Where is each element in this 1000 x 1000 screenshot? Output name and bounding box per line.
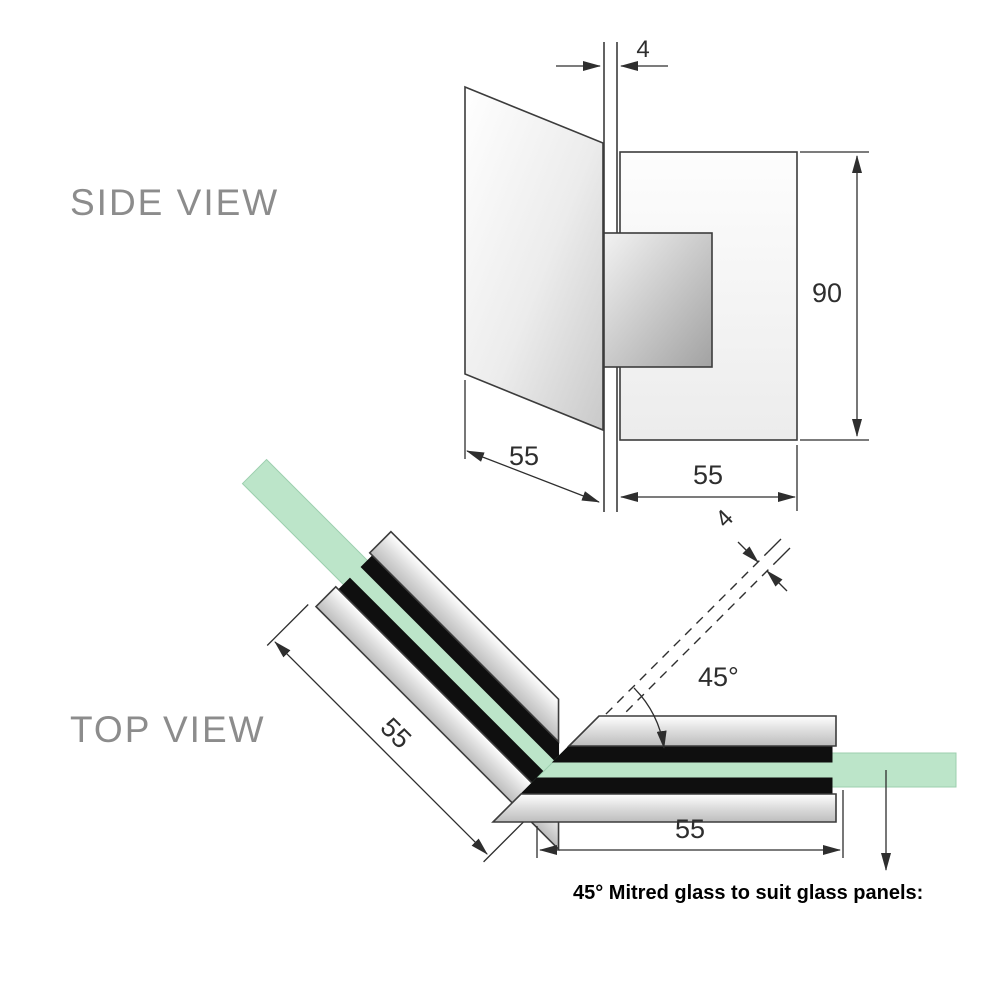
glass-panel xyxy=(464,85,604,432)
clamp-plate xyxy=(491,793,837,823)
mitre-note: 45° Mitred glass to suit glass panels: xyxy=(573,882,923,904)
side-view: SIDE VIEW 4 90 55 xyxy=(70,36,869,512)
mitre-angle-arc xyxy=(633,687,667,749)
glass-thickness-value: 4 xyxy=(636,36,649,63)
dimension-arrow xyxy=(766,570,788,592)
horizontal-clamp-assembly: 55 xyxy=(491,715,957,858)
extension-tick xyxy=(776,547,791,562)
hinge-height-value: 90 xyxy=(812,278,842,308)
horizontal-clamp-width-value: 55 xyxy=(675,814,705,844)
side-view-label: SIDE VIEW xyxy=(70,182,279,223)
mitre-dashed-line xyxy=(580,560,778,758)
side-glass-thickness-dimension: 4 xyxy=(556,36,668,71)
plate-width-value: 55 xyxy=(693,460,723,490)
panel-width-dimension: 55 xyxy=(464,380,600,503)
dimension-line xyxy=(466,450,600,503)
dimension-line xyxy=(274,641,488,855)
hinge-knuckle xyxy=(603,232,713,368)
dimension-arrow xyxy=(737,541,759,563)
diagonal-clamp-assembly: 55 xyxy=(241,458,560,863)
extension-tick xyxy=(767,538,782,553)
horizontal-clamp-width-dimension: 55 xyxy=(536,790,844,858)
mitre-dashed-line xyxy=(571,551,769,749)
top-view-label: TOP VIEW xyxy=(70,709,266,750)
mitre-thickness-value: 4 xyxy=(710,504,739,533)
clamp-strip xyxy=(551,745,833,763)
clamp-strip xyxy=(519,777,833,795)
panel-width-value: 55 xyxy=(509,441,539,471)
plate-width-dimension: 55 xyxy=(620,445,798,511)
extension-line xyxy=(266,604,309,646)
top-view: TOP VIEW 55 xyxy=(70,458,957,904)
mitre-angle-value: 45° xyxy=(698,662,739,692)
clamp-plate xyxy=(368,530,560,744)
glass-panel-diagonal xyxy=(241,458,560,801)
mitre-thickness-dimension: 4 xyxy=(710,504,788,592)
mitre-angle-dimension: 45° xyxy=(633,662,739,749)
hinge-height-dimension: 90 xyxy=(800,151,869,441)
clamp-plate xyxy=(567,715,837,747)
